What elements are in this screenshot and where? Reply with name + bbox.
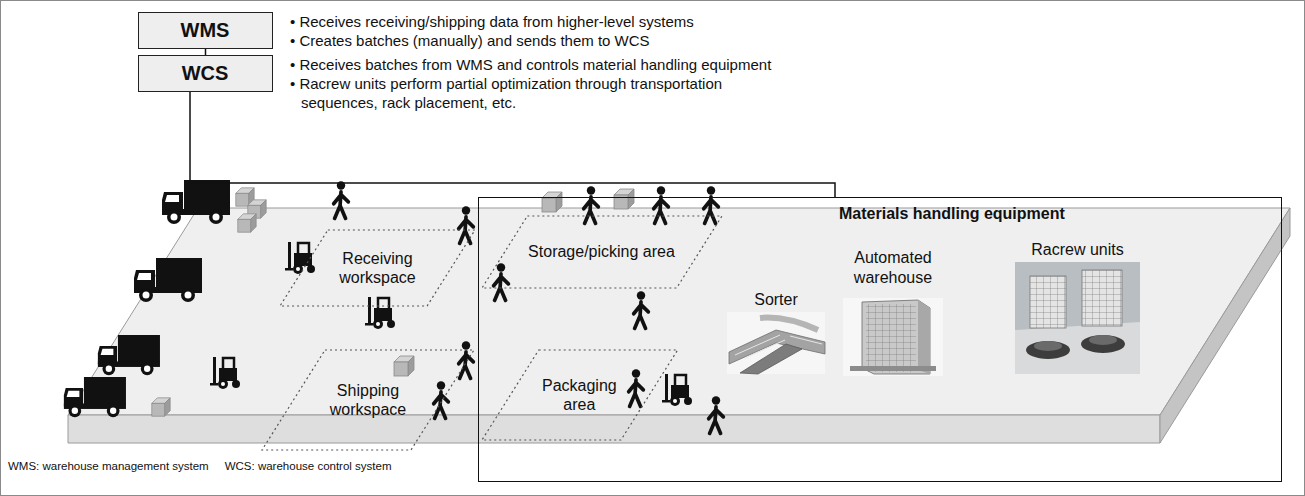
- note-bullet: • Creates batches (manually) and sends t…: [290, 31, 650, 50]
- worker-icon: [584, 186, 599, 223]
- system-name: WMS: [181, 18, 230, 42]
- dotted-area-border: [482, 216, 722, 288]
- truck-icon: [64, 377, 126, 417]
- area-name: Storage/picking area: [528, 242, 675, 261]
- floor-slab: [68, 208, 1290, 443]
- worker-icon: [494, 263, 509, 300]
- racrew-units-picture: [1015, 262, 1140, 374]
- box-icon: [238, 214, 256, 232]
- box-icon: [152, 398, 170, 416]
- worker-icon: [459, 341, 474, 378]
- frame-heading: Materials handling equipment: [839, 204, 1065, 223]
- truck-icon: [134, 258, 202, 302]
- dotted-area-border: [262, 350, 474, 450]
- worker-icon: [334, 181, 349, 218]
- worker-icon: [459, 206, 474, 243]
- floor-area: Shipping workspace: [262, 350, 474, 450]
- note-bullet: • Receives batches from WMS and controls…: [290, 55, 771, 74]
- abbreviation-note: WMS: warehouse management system: [8, 459, 209, 474]
- abbreviation-note: WCS: warehouse control system: [225, 459, 392, 474]
- forklift-icon: [662, 374, 692, 406]
- box-icon: [614, 189, 634, 209]
- worker-icon: [634, 291, 649, 328]
- area-name: Packaging area: [532, 376, 627, 414]
- dotted-area-border: [280, 230, 475, 306]
- worker-icon: [704, 186, 719, 223]
- equipment-name: Automated warehouse: [838, 248, 948, 288]
- floor-area: Receiving workspace: [280, 230, 475, 306]
- automated-warehouse-picture: [843, 298, 943, 376]
- equipment-frame: Materials handling equipmentStorage/pick…: [478, 197, 1282, 482]
- area-outline: [482, 350, 678, 440]
- sorter-picture: [727, 312, 825, 374]
- area-name: Receiving workspace: [330, 249, 425, 287]
- truck-icon: [162, 180, 230, 224]
- area-name: Shipping workspace: [321, 381, 416, 419]
- box-icon: [394, 356, 414, 376]
- equipment-name: Sorter: [736, 290, 816, 310]
- forklift-icon: [365, 297, 395, 329]
- system-name: WCS: [182, 61, 229, 85]
- truck-icon: [98, 335, 160, 375]
- cargo-boxes: [152, 188, 634, 416]
- system-box: WCS: [138, 55, 273, 92]
- trucks: [64, 180, 230, 417]
- box-icon: [542, 192, 562, 212]
- worker-icon: [629, 369, 644, 406]
- floor-area: Storage/picking area: [482, 216, 722, 288]
- floor-area: Packaging area: [482, 350, 678, 440]
- forklifts: [210, 242, 692, 406]
- note-bullet: • Racrew units perform partial optimizat…: [290, 74, 791, 112]
- worker-icon: [434, 381, 449, 418]
- area-outline: [262, 350, 474, 450]
- dotted-area-border: [482, 350, 678, 440]
- note-bullet: • Receives receiving/shipping data from …: [290, 12, 694, 31]
- equipment-name: Racrew units: [1015, 240, 1140, 260]
- area-outline: [280, 230, 475, 306]
- forklift-icon: [210, 357, 240, 389]
- worker-icon: [654, 186, 669, 223]
- system-box: WMS: [138, 12, 273, 49]
- worker-icon: [709, 396, 724, 433]
